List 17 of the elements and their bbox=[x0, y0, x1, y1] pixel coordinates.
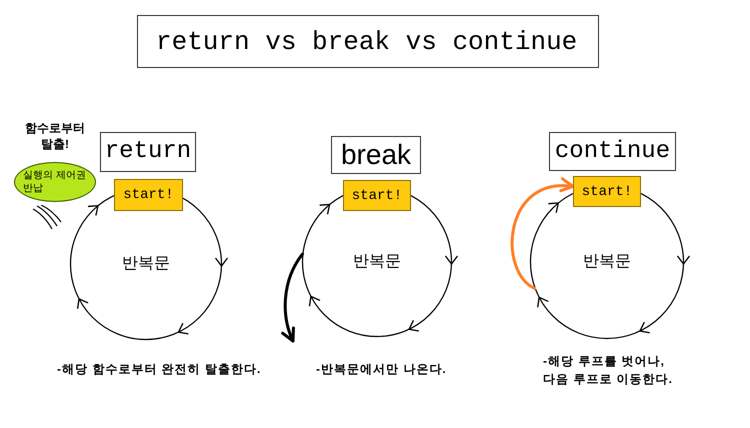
loop-label: 반복문 bbox=[583, 254, 631, 270]
arrow bbox=[282, 252, 304, 342]
start-box: start! bbox=[114, 179, 183, 211]
keyword-box: continue bbox=[549, 132, 676, 171]
start-box: start! bbox=[343, 180, 411, 211]
note-text: 함수로부터 탈출! bbox=[24, 120, 86, 152]
arrow bbox=[510, 178, 574, 290]
loop-label: 반복문 bbox=[122, 256, 170, 272]
oval-bubble: 실행의 제어권 반납 bbox=[14, 162, 96, 202]
title: return vs break vs continue bbox=[137, 15, 599, 68]
loop-description: -해당 루프를 벗어나, 다음 루프로 이동한다. bbox=[543, 353, 674, 388]
loop-description: -해당 함수로부터 완전히 탈출한다. bbox=[57, 361, 262, 378]
loop-description: -반복문에서만 나온다. bbox=[316, 361, 448, 378]
loop-label: 반복문 bbox=[353, 254, 401, 270]
start-box: start! bbox=[573, 176, 641, 207]
keyword-box: break bbox=[331, 136, 421, 174]
keyword-box: return bbox=[100, 132, 196, 172]
